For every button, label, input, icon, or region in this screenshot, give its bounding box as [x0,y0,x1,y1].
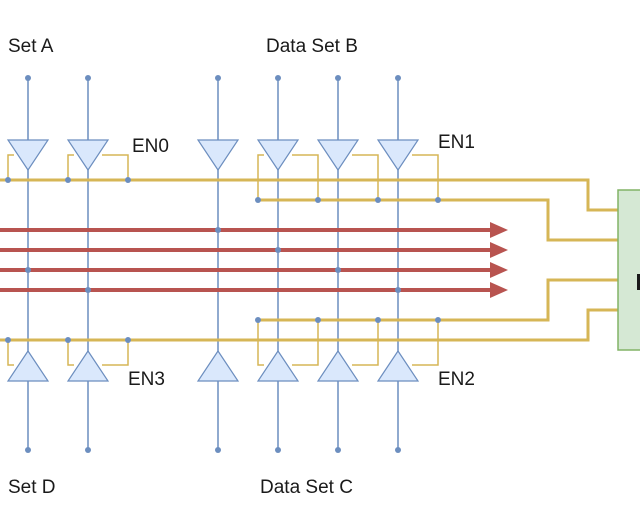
buffer-down-icon [316,139,360,172]
endpoint-dot [85,75,91,81]
vertical-bus-lines [27,78,399,450]
buffer-down-icon [6,139,50,172]
en1-bus-wire [258,198,618,242]
buffer-up-icon [196,349,240,382]
buffer-up-icon [376,349,420,382]
bottom-buffers [6,349,420,382]
data-bus-arrow [0,242,508,258]
tap-dot [335,267,341,273]
en3-label: EN3 [128,369,165,390]
en1-stub [257,154,264,200]
buffer-up-icon [6,349,50,382]
endpoint-dot [85,447,91,453]
junction-dot [125,337,131,343]
en0-bus-wire [0,178,618,212]
junction-dot [125,177,131,183]
junction-dot [435,197,441,203]
endpoint-dot [275,75,281,81]
en0-stub [102,154,129,180]
en1-stub [412,154,439,200]
en1-stub [292,154,319,200]
en2-label: EN2 [438,369,475,390]
endpoint-dot [25,447,31,453]
en3-bus-wire [0,308,618,342]
buffer-down-icon [256,139,300,172]
tap-dot [85,287,91,293]
buffer-down-icon [196,139,240,172]
en0-stub [7,154,14,180]
en0-stub [67,154,74,180]
en0-label: EN0 [132,136,169,157]
bus-taps [25,227,401,293]
en2-stub [352,320,379,366]
junction-dot [375,317,381,323]
en3-stub [7,340,14,366]
data-bus-arrow [0,222,508,238]
control-block-label-glyph [637,274,640,290]
enable-stubs [7,154,439,366]
tap-dot [275,247,281,253]
data-set-c-label: Data Set C [260,477,353,498]
tap-dot [25,267,31,273]
data-bus-arrows [0,222,508,298]
en3-stub [102,340,129,366]
buffer-up-icon [66,349,110,382]
data-bus-arrow [0,282,508,298]
en3-stub [67,340,74,366]
buffer-up-icon [256,349,300,382]
junction-dot [315,317,321,323]
endpoint-dot [335,447,341,453]
en1-stub [352,154,379,200]
junction-dot [315,197,321,203]
junction-dot [65,337,71,343]
endpoint-dot [25,75,31,81]
endpoint-dot [215,447,221,453]
bus-endpoints [25,75,401,453]
junction-dot [255,317,261,323]
junction-dot [435,317,441,323]
top-buffers [6,139,420,172]
tap-dot [215,227,221,233]
endpoint-dot [335,75,341,81]
junction-dot [65,177,71,183]
data-bus-arrow [0,262,508,278]
enable-wires [0,178,618,342]
junction-dot [5,337,11,343]
endpoint-dot [215,75,221,81]
junction-dot [255,197,261,203]
en1-label: EN1 [438,132,475,153]
buffer-down-icon [66,139,110,172]
enable-junctions [5,177,441,343]
control-block [617,189,640,351]
endpoint-dot [395,75,401,81]
data-set-a-label: Set A [8,36,54,57]
buffer-down-icon [376,139,420,172]
junction-dot [5,177,11,183]
endpoint-dot [395,447,401,453]
en2-stub [412,320,439,366]
junction-dot [375,197,381,203]
buffer-up-icon [316,349,360,382]
en2-bus-wire [258,278,618,322]
data-set-d-label: Set D [8,477,56,498]
tap-dot [395,287,401,293]
endpoint-dot [275,447,281,453]
en2-stub [292,320,319,366]
data-set-b-label: Data Set B [266,36,358,57]
en2-stub [257,320,264,366]
